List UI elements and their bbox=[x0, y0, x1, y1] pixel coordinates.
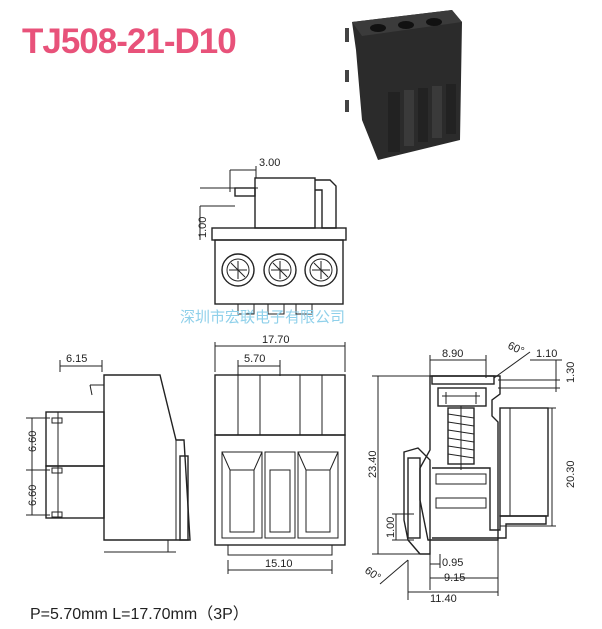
dim-right-angle-top: 60° bbox=[506, 340, 526, 358]
dim-pin-spacing-b: 6.60 bbox=[27, 485, 39, 506]
dim-right-100: 1.00 bbox=[385, 517, 397, 538]
dim-top-height: 1.00 bbox=[197, 217, 209, 238]
product-title: TJ508-21-D10 bbox=[22, 22, 237, 61]
dim-right-2030: 20.30 bbox=[565, 460, 577, 488]
dim-right-130: 1.30 bbox=[565, 362, 577, 383]
screw-2 bbox=[263, 253, 297, 287]
dim-right-1140: 11.40 bbox=[430, 593, 457, 605]
front-view: 17.70 5.70 15.10 bbox=[214, 334, 346, 574]
dim-pitch: 5.70 bbox=[244, 353, 265, 365]
dim-right-095: 0.95 bbox=[442, 557, 463, 569]
dim-top-width: 3.00 bbox=[259, 157, 280, 169]
screw-1 bbox=[221, 253, 255, 287]
dim-pin-spacing-a: 6.60 bbox=[27, 431, 39, 452]
dim-side-width: 6.15 bbox=[66, 353, 87, 365]
dim-total-width: 17.70 bbox=[262, 334, 290, 346]
side-view: 6.15 6.60 6.60 bbox=[26, 353, 191, 553]
screw-3 bbox=[304, 253, 338, 287]
dim-right-top: 8.90 bbox=[442, 348, 463, 360]
top-view: 3.00 1.00 bbox=[197, 157, 347, 315]
spec-line: P=5.70mm L=17.70mm（3P） bbox=[30, 606, 249, 623]
dim-right-915: 9.15 bbox=[444, 572, 465, 584]
dim-right-angle-bottom: 60° bbox=[362, 565, 383, 584]
section-view: 8.90 60° 1.10 1.30 23.40 20.30 1.00 bbox=[362, 340, 577, 605]
dim-right-small: 1.10 bbox=[536, 348, 557, 360]
dim-right-height: 23.40 bbox=[367, 450, 379, 478]
watermark: 深圳市宏联电子有限公司 bbox=[180, 308, 345, 326]
dim-bottom-width: 15.10 bbox=[265, 558, 293, 570]
product-photo bbox=[345, 10, 462, 160]
